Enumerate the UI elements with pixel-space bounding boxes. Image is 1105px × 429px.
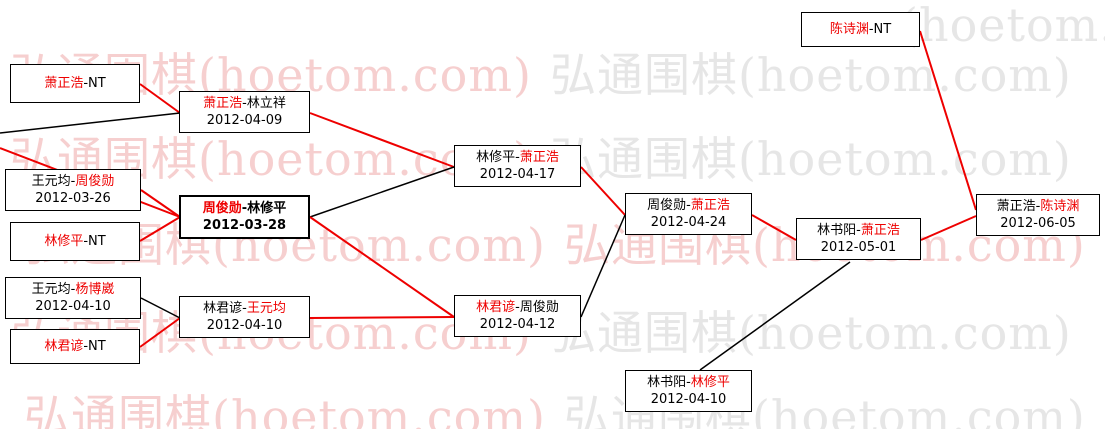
player-name: -周俊勋 bbox=[515, 300, 559, 315]
match-date: 2012-04-17 bbox=[479, 167, 556, 182]
connector-m5-m4 bbox=[139, 216, 181, 242]
connector-m11-m12 bbox=[751, 214, 797, 241]
match-box-m15[interactable]: 林书阳-林修平 2012-04-10 bbox=[625, 370, 752, 412]
connector-m15-m12 bbox=[699, 261, 851, 371]
match-date: 2012-06-05 bbox=[1000, 216, 1076, 231]
match-box-m1[interactable]: 萧正浩-NT bbox=[10, 64, 140, 103]
connector-m12-m14 bbox=[920, 215, 977, 241]
match-date: 2012-04-24 bbox=[650, 215, 727, 230]
player-name: 王元均- bbox=[31, 174, 76, 189]
connector-m6-m7 bbox=[140, 297, 181, 319]
match-box-m3[interactable]: 王元均-周俊勋 2012-03-26 bbox=[5, 169, 141, 211]
connector-m9-m11 bbox=[580, 166, 626, 216]
match-date: 2012-03-26 bbox=[35, 191, 111, 206]
match-box-m10[interactable]: 林君谚-周俊勋 2012-04-12 bbox=[454, 295, 581, 337]
match-box-m2[interactable]: 萧正浩-林立祥 2012-04-09 bbox=[179, 91, 310, 133]
match-box-m8[interactable]: 林君谚-NT bbox=[10, 329, 140, 364]
connector-m13-m14 bbox=[919, 30, 977, 211]
player-name: -NT bbox=[83, 76, 106, 91]
connector-m2-m9 bbox=[309, 112, 455, 168]
match-box-m13[interactable]: 陈诗渊-NT bbox=[801, 12, 920, 47]
match-box-m9[interactable]: 林修平-萧正浩 2012-04-17 bbox=[454, 145, 581, 187]
match-box-m14[interactable]: 萧正浩-陈诗渊 2012-06-05 bbox=[976, 194, 1100, 236]
match-box-m12[interactable]: 林书阳-萧正浩 2012-05-01 bbox=[796, 218, 921, 260]
connector-m3-m4 bbox=[140, 189, 181, 218]
player-name: 萧正浩 bbox=[203, 96, 243, 111]
player-name: -NT bbox=[83, 234, 106, 249]
player-name: 周俊勋- bbox=[647, 198, 691, 213]
match-date: 2012-04-12 bbox=[479, 317, 556, 332]
match-date: 2012-04-10 bbox=[650, 392, 727, 407]
connector-m10-m11 bbox=[580, 214, 626, 318]
player-name: 周俊勋 bbox=[75, 174, 115, 189]
player-name: 林书阳- bbox=[817, 223, 861, 238]
player-name: 林君谚- bbox=[203, 301, 247, 316]
player-name: 周俊勋 bbox=[202, 201, 242, 216]
player-name: -NT bbox=[868, 22, 892, 37]
player-name: -林立祥 bbox=[242, 96, 286, 111]
player-name: 林修平- bbox=[476, 150, 520, 165]
player-name: 萧正浩 bbox=[44, 76, 84, 91]
match-box-m4[interactable]: 周俊勋-林修平 2012-03-28 bbox=[179, 195, 310, 239]
player-name: 林修平 bbox=[44, 234, 84, 249]
player-name: 王元均 bbox=[246, 301, 286, 316]
player-name: 林修平 bbox=[690, 375, 730, 390]
player-name: -林修平 bbox=[241, 201, 287, 216]
player-name: 林君谚 bbox=[44, 339, 84, 354]
match-date: 2012-05-01 bbox=[820, 240, 897, 255]
connector-m8-m7 bbox=[139, 317, 181, 348]
player-name: 林君谚 bbox=[476, 300, 516, 315]
connector-offscreen-m2 bbox=[0, 112, 181, 134]
player-name: 萧正浩 bbox=[860, 223, 900, 238]
player-name: 杨博崴 bbox=[75, 282, 115, 297]
player-name: 萧正浩- bbox=[996, 199, 1041, 214]
player-name: 萧正浩 bbox=[519, 150, 559, 165]
player-name: 王元均- bbox=[31, 282, 76, 297]
player-name: 萧正浩 bbox=[690, 198, 730, 213]
player-name: 林书阳- bbox=[647, 375, 691, 390]
match-box-m6[interactable]: 王元均-杨博崴 2012-04-10 bbox=[5, 277, 141, 319]
match-date: 2012-04-10 bbox=[206, 318, 283, 333]
player-name: 陈诗渊 bbox=[1040, 199, 1080, 214]
match-box-m5[interactable]: 林修平-NT bbox=[10, 222, 140, 261]
player-name: -NT bbox=[83, 339, 106, 354]
connector-m7-m10 bbox=[309, 316, 455, 319]
match-date: 2012-04-09 bbox=[206, 113, 283, 128]
connector-m1-m2 bbox=[139, 83, 181, 114]
match-box-m11[interactable]: 周俊勋-萧正浩 2012-04-24 bbox=[625, 193, 752, 235]
match-date: 2012-03-28 bbox=[202, 218, 287, 233]
match-box-m7[interactable]: 林君谚-王元均 2012-04-10 bbox=[179, 296, 310, 338]
connector-m4-m10 bbox=[309, 216, 455, 318]
match-date: 2012-04-10 bbox=[35, 299, 111, 314]
player-name: 陈诗渊 bbox=[829, 22, 869, 37]
connector-m4-m9 bbox=[309, 166, 455, 218]
